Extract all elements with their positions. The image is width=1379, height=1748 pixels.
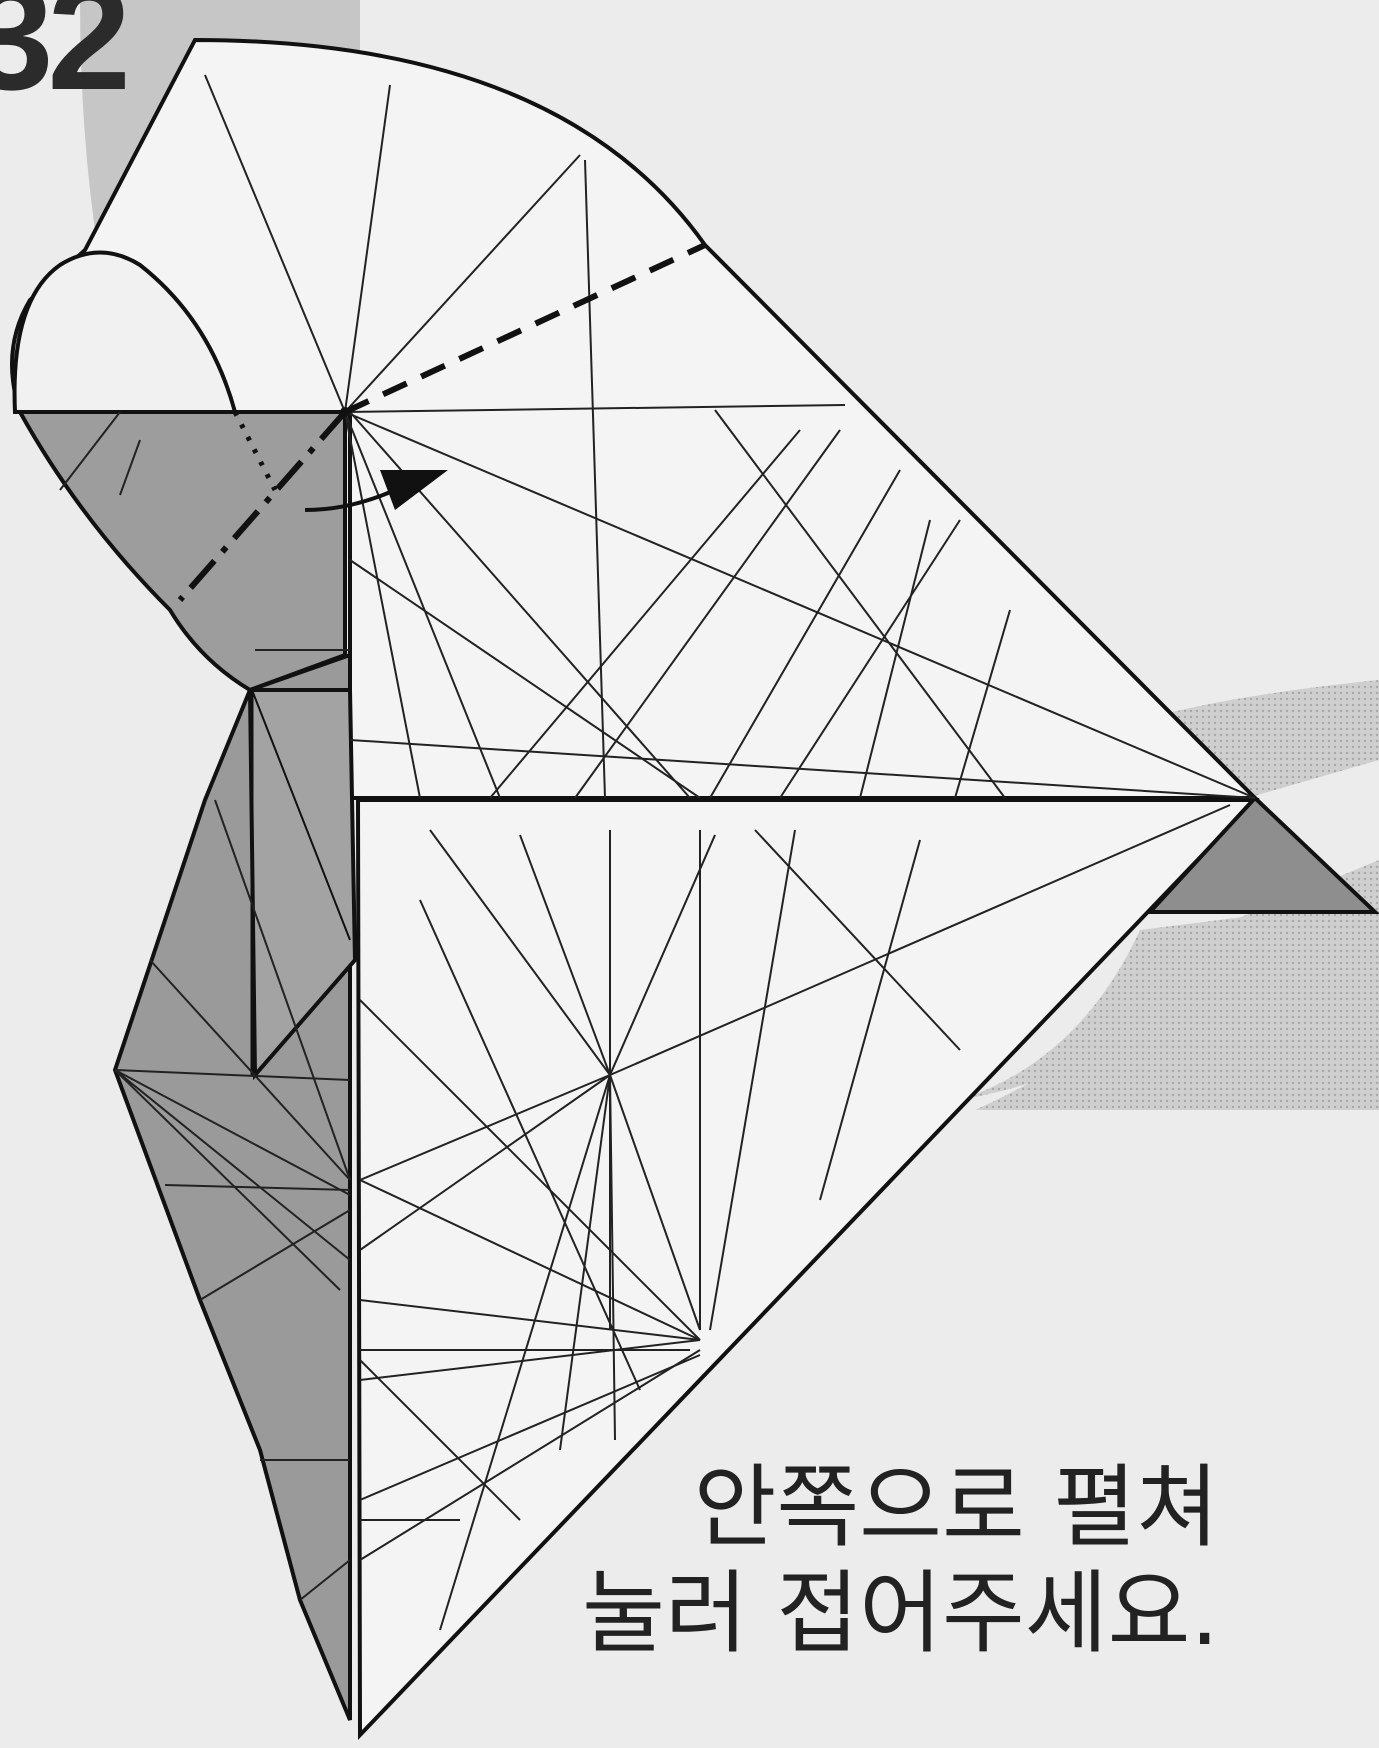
step-number: 32 (0, 0, 125, 112)
reference-point (340, 407, 350, 417)
instruction-line-1: 안쪽으로 펼쳐 (582, 1455, 1219, 1561)
instruction-line-2: 눌러 접어주세요. (582, 1561, 1219, 1667)
instruction-text: 안쪽으로 펼쳐 눌러 접어주세요. (582, 1455, 1219, 1667)
gray-back-upper (20, 412, 345, 690)
